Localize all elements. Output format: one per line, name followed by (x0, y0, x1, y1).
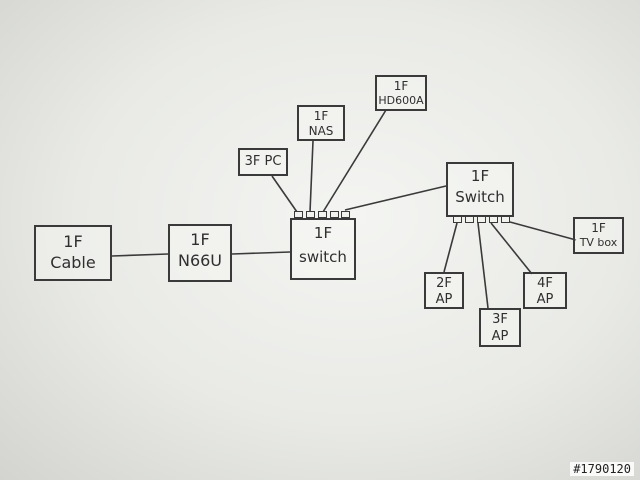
switch2-label: Switch (455, 187, 505, 206)
n66u-label: N66U (177, 250, 223, 270)
switch2-port-5 (501, 216, 510, 223)
switch2-floor: 1F (470, 167, 490, 185)
link-cable-n66u (111, 253, 169, 257)
switch-1f-box: 1F switch (290, 218, 356, 280)
ap2f-label: AP (435, 291, 453, 307)
cable-box: 1F Cable (34, 225, 112, 281)
ap2f-floor: 2F (436, 276, 452, 291)
ap3f-label: AP (491, 328, 509, 344)
switch1-port-5 (341, 211, 350, 218)
hd600a-label: HD600A (378, 93, 424, 107)
tvbox-label: TV box (579, 235, 618, 249)
ap3f-floor: 3F (492, 312, 508, 327)
switch1-label: switch (299, 247, 347, 266)
link-switch2-ap3f (477, 222, 489, 309)
ap4f-label: AP (536, 291, 554, 307)
link-switch2-ap4f (490, 222, 533, 275)
nas-box: 1F NAS (297, 105, 345, 141)
switch1-port-2 (306, 211, 315, 218)
switch2-port-2 (465, 216, 474, 223)
ap4f-floor: 4F (537, 276, 553, 291)
ap-3f-box: 3F AP (479, 308, 521, 347)
nas-label: NAS (308, 123, 334, 138)
hd600a-box: 1F HD600A (375, 75, 427, 111)
ap-4f-box: 4F AP (523, 272, 567, 309)
link-switch1-pc (271, 175, 298, 213)
hd600a-floor: 1F (393, 79, 409, 93)
switch-2-box: 1F Switch (446, 162, 514, 217)
switch2-port-1 (453, 216, 462, 223)
cable-floor: 1F (63, 232, 83, 251)
tvbox-box: 1F TV box (573, 217, 624, 254)
pc-3f-box: 3F PC (238, 148, 288, 176)
switch1-port-4 (330, 211, 339, 218)
tvbox-floor: 1F (591, 221, 606, 235)
link-switch1-nas (309, 140, 314, 213)
ap-2f-box: 2F AP (424, 272, 464, 309)
switch1-port-1 (294, 211, 303, 218)
link-n66u-switch1 (231, 251, 291, 255)
pc-label: 3F PC (244, 154, 282, 169)
link-switch1-switch2 (344, 185, 447, 211)
switch1-floor: 1F (313, 224, 333, 242)
switch2-port-3 (477, 216, 486, 223)
link-switch1-hd600a (322, 109, 387, 213)
switch1-port-3 (318, 211, 327, 218)
link-switch2-ap2f (443, 222, 458, 273)
image-id-watermark: #1790120 (570, 462, 634, 476)
n66u-floor: 1F (190, 230, 210, 249)
cable-label: Cable (50, 252, 96, 272)
n66u-router-box: 1F N66U (168, 224, 232, 282)
switch2-port-4 (489, 216, 498, 223)
link-switch2-tvbox (509, 221, 577, 241)
nas-floor: 1F (313, 109, 329, 123)
